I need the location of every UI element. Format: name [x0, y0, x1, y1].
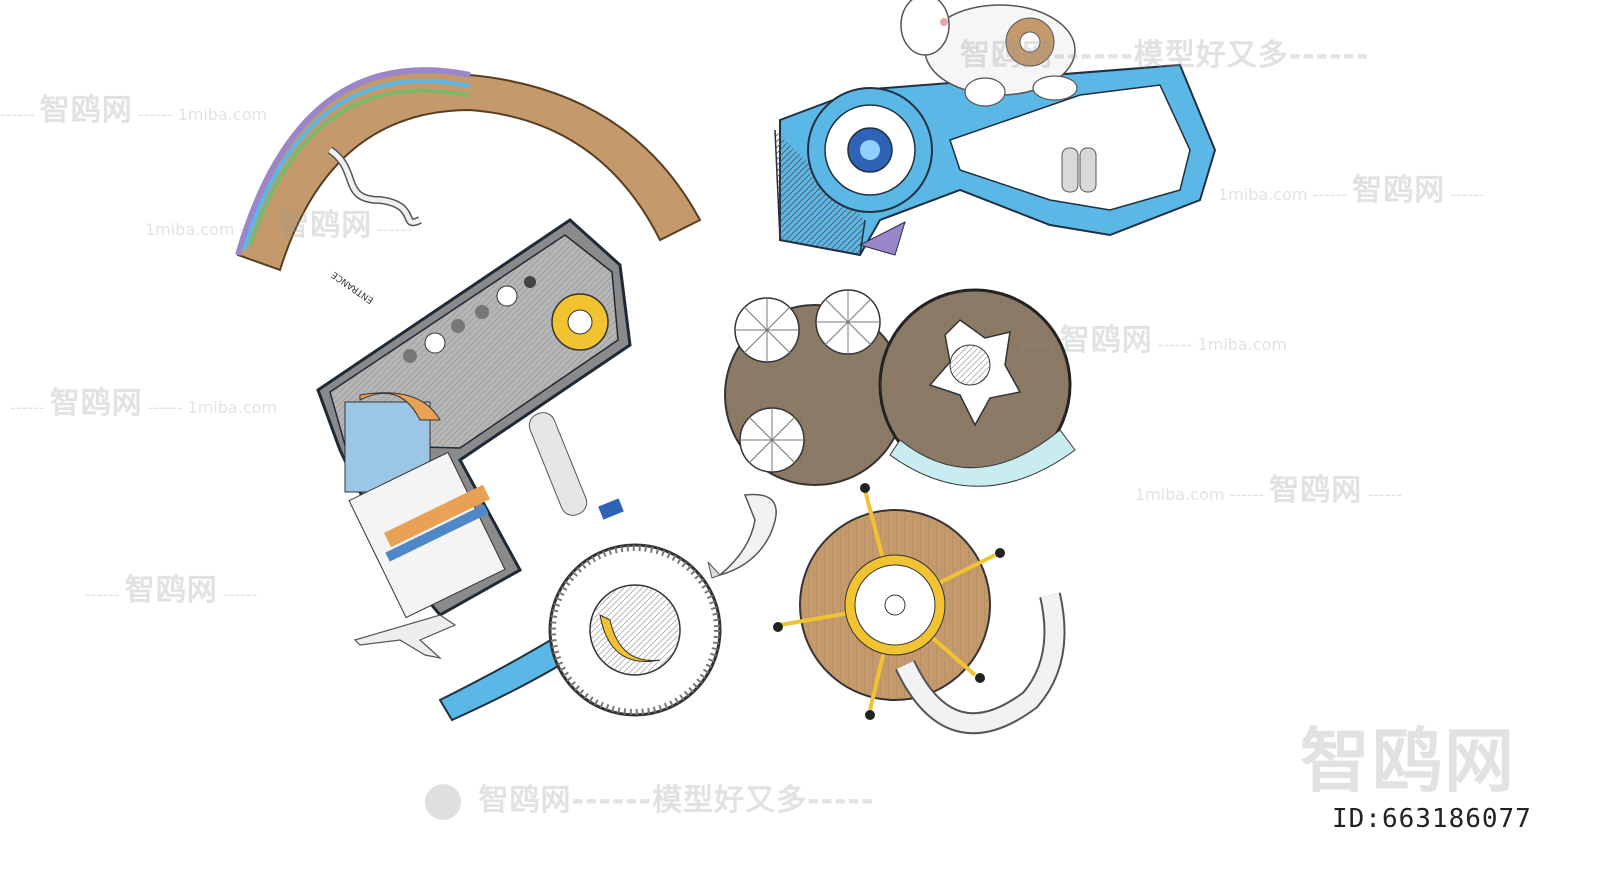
watermark-upper-middle: 1miba.com ------ 智鸥网 ------ — [145, 208, 412, 243]
spoke-posts — [773, 483, 1005, 720]
watermark-right-2: ------ 智鸥网 ------ 1miba.com — [1020, 323, 1287, 358]
spoke-deck-slide-model — [773, 483, 1066, 735]
blue-pipe-structure-model — [774, 63, 1217, 257]
airplane-figure-model — [353, 614, 457, 660]
watermark-right-3: 1miba.com ------ 智鸥网 ------ — [1135, 473, 1402, 508]
watermark-left-middle: ------ 智鸥网 ------ 1miba.com — [10, 386, 277, 421]
fish-figure-model — [707, 493, 777, 579]
watermark-big-logo: 智鸥网 — [1300, 720, 1516, 802]
rabbit-figure-model — [900, 0, 1078, 107]
spiral-tower-tube-model — [438, 543, 722, 722]
watermark-bottom-slogan: 智鸥网------模型好又多----- — [425, 775, 874, 820]
watermark-right-1: 1miba.com ------ 智鸥网 ------ — [1218, 173, 1485, 208]
rainbow-arch-slide-model — [235, 67, 702, 272]
umbrella-3 — [739, 407, 805, 473]
watermark-top-left: ------ 智鸥网 ------ 1miba.com — [0, 93, 267, 128]
watermark-logo-icon — [425, 783, 461, 820]
watermark-top-right-slogan: 智鸥网------模型好又多------ — [960, 38, 1370, 73]
entrance-building-model — [316, 218, 632, 619]
model-id-label: ID:663186077 — [1332, 804, 1532, 834]
watermark-left-lower: ------ 智鸥网 ------ — [85, 573, 258, 608]
umbrella-deck-model — [724, 288, 1076, 487]
umbrella-1 — [734, 297, 800, 363]
umbrella-2 — [815, 289, 881, 355]
